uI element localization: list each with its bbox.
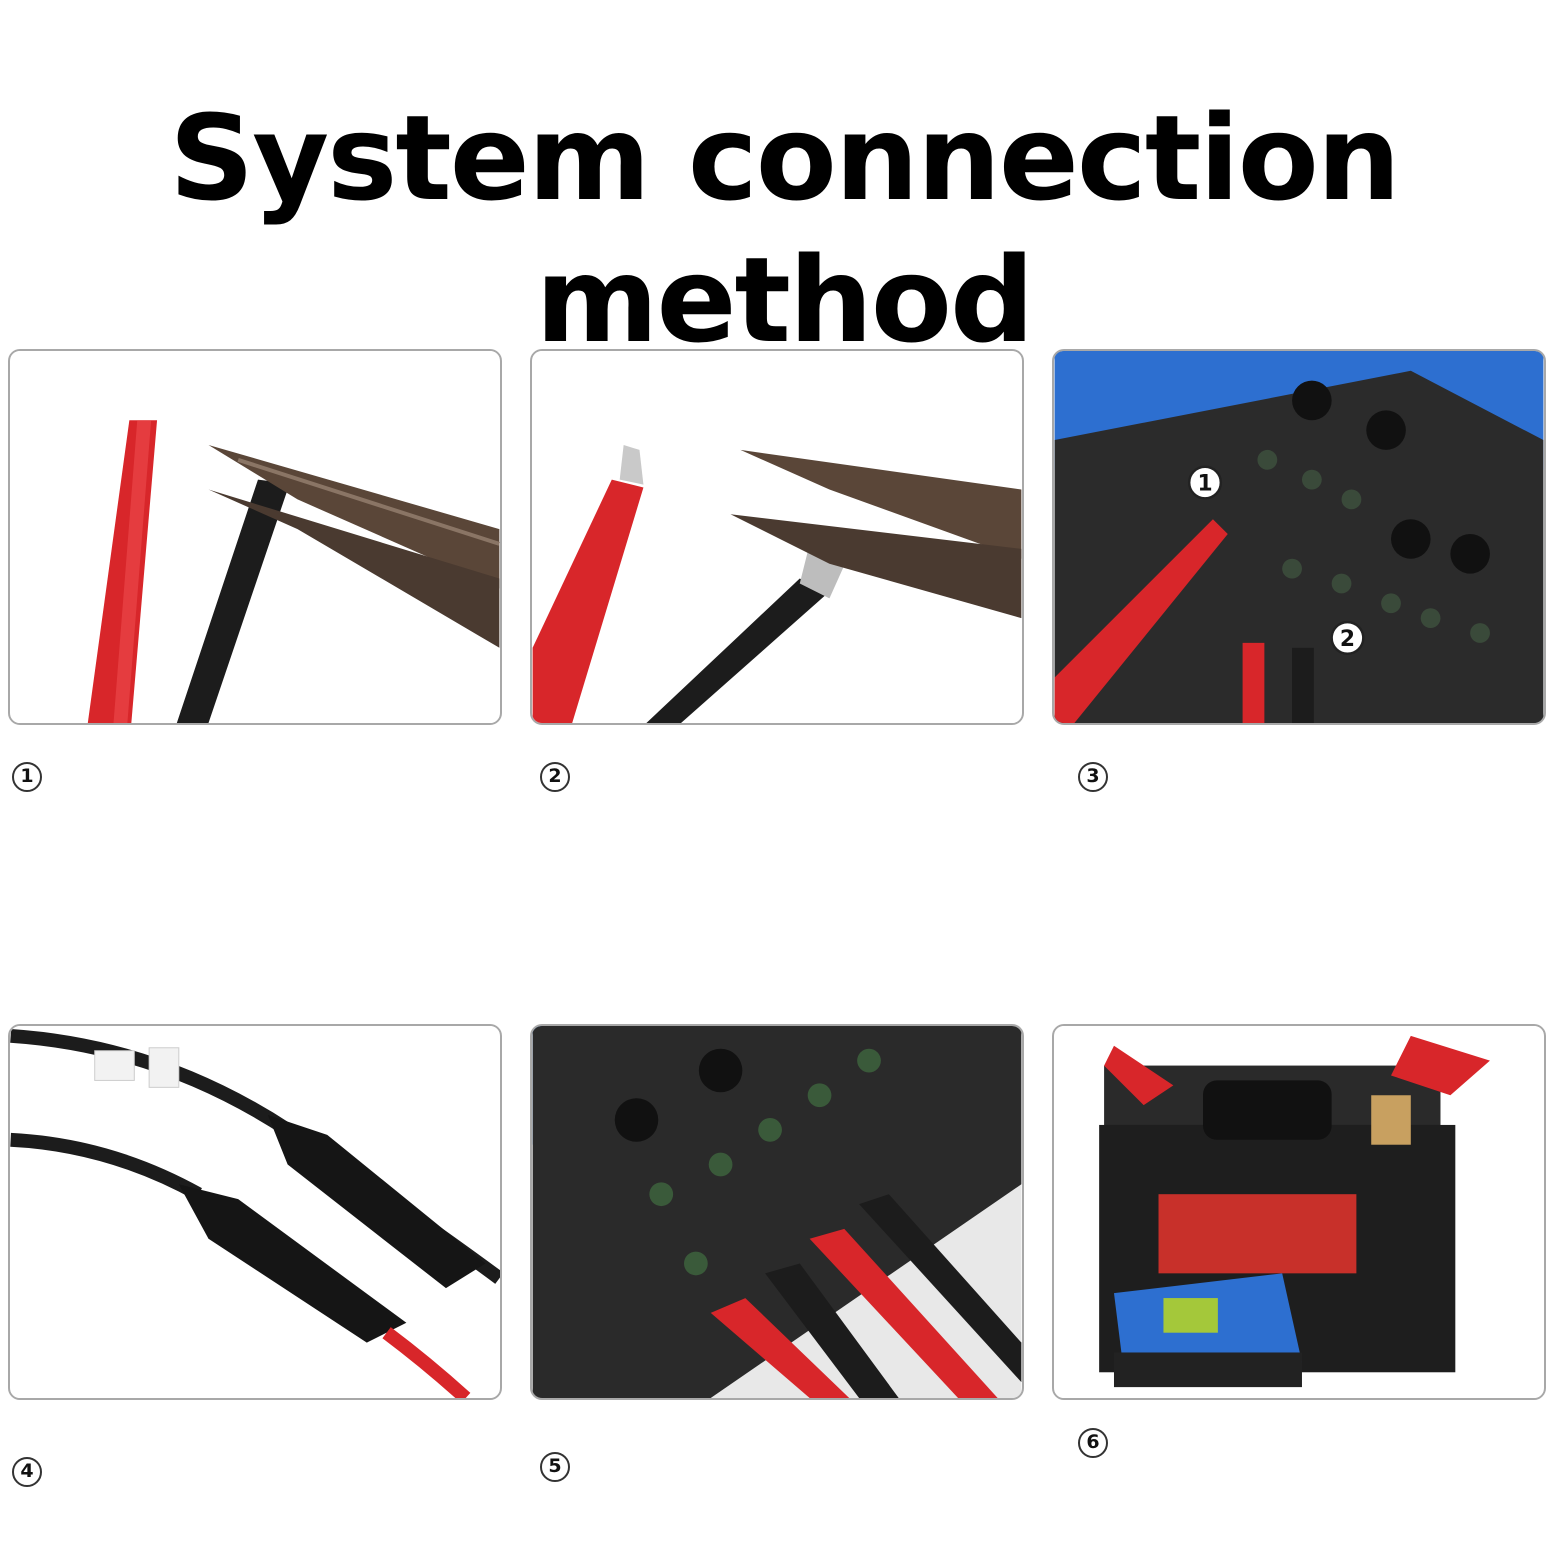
step-number-1: 1 bbox=[12, 762, 42, 792]
step-number-2: 2 bbox=[540, 762, 570, 792]
wire-cutting-photo bbox=[10, 351, 500, 723]
step-4-photo bbox=[8, 1024, 502, 1400]
controller-terminal-insert-photo: 1 2 bbox=[1054, 351, 1544, 723]
step-3-photo: 1 2 bbox=[1052, 349, 1546, 725]
battery-and-controller-photo bbox=[1054, 1026, 1544, 1398]
page-title: System connection method bbox=[169, 89, 1401, 369]
step-5-photo bbox=[530, 1024, 1024, 1400]
step-2-photo bbox=[530, 349, 1024, 725]
step-number-6: 6 bbox=[1078, 1428, 1108, 1458]
step-6-photo bbox=[1052, 1024, 1546, 1400]
step-number-4: 4 bbox=[12, 1457, 42, 1487]
step-number-5: 5 bbox=[540, 1452, 570, 1482]
controller-wired-photo bbox=[532, 1026, 1022, 1398]
step-1-photo bbox=[8, 349, 502, 725]
step-number-3: 3 bbox=[1078, 762, 1108, 792]
inner-label-1: 1 bbox=[1197, 472, 1212, 497]
inner-label-2: 2 bbox=[1340, 627, 1355, 652]
wire-stripping-photo bbox=[532, 351, 1022, 723]
mc4-connector-photo bbox=[10, 1026, 500, 1398]
